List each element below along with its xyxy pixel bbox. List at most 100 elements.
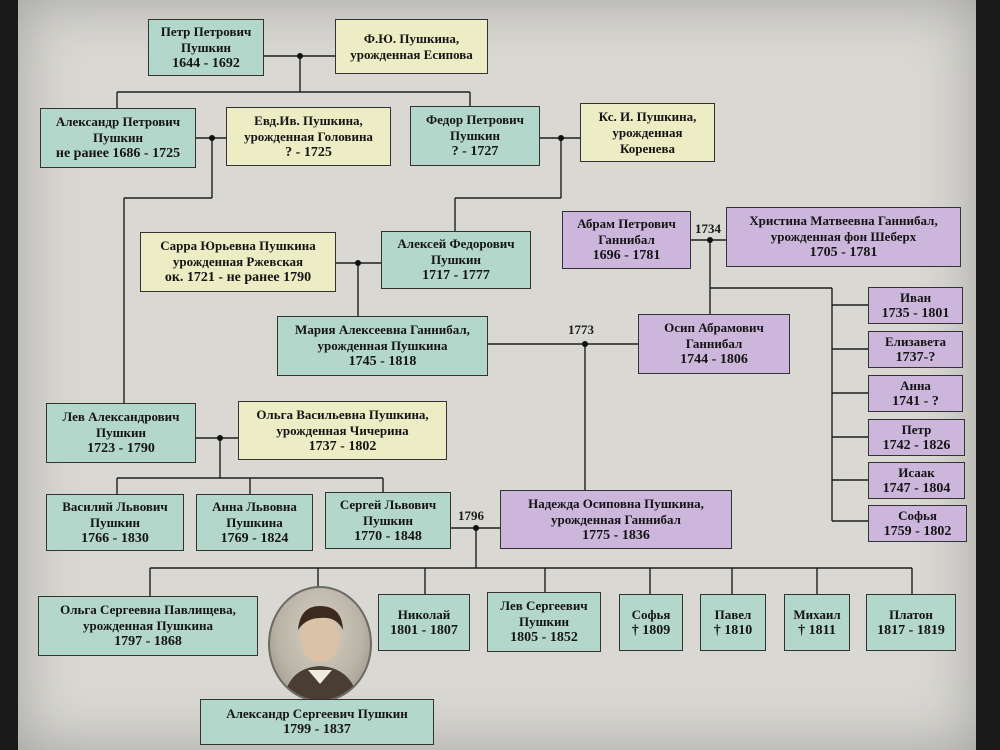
person-maria-alekseevna[interactable]: Мария Алексеевна Ганнибал, урожденная Пу… (277, 316, 488, 376)
person-dates: † 1809 (631, 622, 671, 638)
person-sergei-lvovich[interactable]: Сергей Львович Пушкин 1770 - 1848 (325, 492, 451, 549)
person-dates: 1805 - 1852 (510, 630, 578, 645)
person-lev-sergeevich[interactable]: Лев Сергеевич Пушкин 1805 - 1852 (487, 592, 601, 652)
person-dates: ок. 1721 - не ранее 1790 (164, 270, 312, 285)
person-hristina[interactable]: Христина Матвеевна Ганнибал, урожденная … (726, 207, 961, 267)
person-platon[interactable]: Платон 1817 - 1819 (866, 594, 956, 651)
person-ivan[interactable]: Иван 1735 - 1801 (868, 287, 963, 324)
person-alexandr-petrovich[interactable]: Александр Петрович Пушкин не ранее 1686 … (40, 108, 196, 168)
person-maiden: урожденная Головина (244, 128, 373, 144)
person-name: Ольга Васильевна Пушкина, (256, 406, 429, 422)
person-sofya-gannibal[interactable]: Софья 1759 - 1802 (868, 505, 967, 542)
person-name: Павел (714, 606, 752, 622)
person-dates: 1723 - 1790 (87, 441, 155, 456)
person-name: Софья (631, 606, 671, 622)
person-maiden-surname: Коренева (619, 140, 676, 156)
person-name: Евд.Ив. Пушкина, (254, 112, 363, 128)
person-name: Осип Абрамович (664, 320, 764, 335)
person-anna-lvovna[interactable]: Анна Львовна Пушкина 1769 - 1824 (196, 494, 313, 551)
person-alexandr-sergeevich[interactable]: Александр Сергеевич Пушкин 1799 - 1837 (200, 699, 434, 745)
marriage-dot (217, 435, 223, 441)
person-olga-vasilevna[interactable]: Ольга Васильевна Пушкина, урожденная Чич… (238, 401, 447, 460)
marriage-dot (473, 525, 479, 531)
marriage-year-1773: 1773 (568, 322, 594, 337)
person-anna-gannibal[interactable]: Анна 1741 - ? (868, 375, 963, 412)
person-surname: Пушкин (89, 514, 141, 530)
person-nikolai[interactable]: Николай 1801 - 1807 (378, 594, 470, 651)
person-ks-i[interactable]: Кс. И. Пушкина, урожденная Коренева (580, 103, 715, 162)
person-surname: Пушкин (430, 252, 482, 267)
marriage-dot (209, 135, 215, 141)
person-pavel[interactable]: Павел † 1810 (700, 594, 766, 651)
person-surname: Пушкина (226, 514, 283, 530)
person-name: Лев Сергеевич (500, 598, 588, 613)
person-dates: 1775 - 1836 (582, 527, 650, 543)
person-osip[interactable]: Осип Абрамович Ганнибал 1744 - 1806 (638, 314, 790, 374)
person-name: Алексей Федорович (397, 236, 515, 251)
person-dates: 1737-? (895, 349, 936, 365)
marriage-dot (707, 237, 713, 243)
person-vasily-lvovich[interactable]: Василий Львович Пушкин 1766 - 1830 (46, 494, 184, 551)
person-evdokia[interactable]: Евд.Ив. Пушкина, урожденная Головина ? -… (226, 107, 391, 166)
person-dates: 1766 - 1830 (81, 530, 149, 546)
person-name: Платон (889, 606, 933, 622)
person-name: Христина Матвеевна Ганнибал, (749, 213, 938, 228)
marriage-dot (297, 53, 303, 59)
marriage-dot (558, 135, 564, 141)
person-surname: Пушкин (449, 128, 501, 143)
person-name: Анна Львовна (212, 498, 297, 514)
person-dates: 1744 - 1806 (680, 352, 748, 367)
person-dates: 1742 - 1826 (882, 437, 951, 453)
person-name: Надежда Осиповна Пушкина, (528, 495, 704, 511)
person-name: Мария Алексеевна Ганнибал, (295, 322, 470, 337)
person-dates: 1735 - 1801 (881, 305, 950, 321)
person-lev-aleksandrovich[interactable]: Лев Александрович Пушкин 1723 - 1790 (46, 403, 196, 463)
person-fedor-petrovich[interactable]: Федор Петрович Пушкин ? - 1727 (410, 106, 540, 166)
person-olga-sergeevna[interactable]: Ольга Сергеевна Павлищева, урожденная Пу… (38, 596, 258, 656)
person-dates: † 1810 (713, 622, 753, 638)
person-name: Иван (899, 289, 932, 305)
marriage-year-1796: 1796 (458, 508, 484, 523)
person-mihail[interactable]: Михаил † 1811 (784, 594, 850, 651)
person-petr-gannibal[interactable]: Петр 1742 - 1826 (868, 419, 965, 456)
person-maiden: урожденная Пушкина (83, 618, 213, 633)
person-dates: 1737 - 1802 (308, 438, 377, 454)
person-dates: 1696 - 1781 (592, 248, 661, 263)
marriage-year-1734: 1734 (695, 221, 721, 236)
person-name: Ольга Сергеевна Павлищева, (60, 602, 236, 617)
person-name: Николай (397, 606, 451, 622)
person-maiden: урожденная Чичерина (276, 422, 409, 438)
person-name: Софья (898, 507, 937, 523)
person-nadezhda-osipovna[interactable]: Надежда Осиповна Пушкина, урожденная Ган… (500, 490, 732, 549)
person-f-yu[interactable]: Ф.Ю. Пушкина, урожденная Есипова (335, 19, 488, 74)
person-dates: 1644 - 1692 (172, 55, 240, 71)
person-maiden: урожденная фон Шеберх (770, 229, 917, 244)
person-dates: ? - 1725 (285, 144, 332, 160)
person-maiden: урожденная Ржевская (172, 254, 304, 269)
person-aleksei-fedorovich[interactable]: Алексей Федорович Пушкин 1717 - 1777 (381, 231, 531, 289)
person-name: Петр (901, 421, 932, 437)
person-sarra[interactable]: Сарра Юрьевна Пушкина урожденная Ржевска… (140, 232, 336, 292)
person-abram-gannibal[interactable]: Абрам Петрович Ганнибал 1696 - 1781 (562, 211, 691, 269)
person-name: Елизавета (884, 333, 946, 349)
person-elizaveta[interactable]: Елизавета 1737-? (868, 331, 963, 368)
person-dates: 1745 - 1818 (348, 354, 417, 369)
person-dates: 1769 - 1824 (220, 530, 289, 546)
person-maiden: урожденная Пушкина (317, 338, 448, 353)
person-name: Александр Сергеевич Пушкин (226, 706, 408, 721)
person-name: Василий Львович (62, 498, 168, 514)
person-name: Александр Петрович (55, 114, 181, 129)
person-name: Петр Петрович (160, 23, 252, 39)
portrait-image (284, 606, 358, 700)
person-surname: Пушкин (362, 512, 414, 528)
person-surname: Пушкин (180, 39, 232, 55)
person-dates: 1817 - 1819 (877, 622, 945, 638)
person-dates: 1717 - 1777 (422, 268, 490, 283)
person-dates: 1747 - 1804 (882, 480, 951, 496)
person-isaak[interactable]: Исаак 1747 - 1804 (868, 462, 965, 499)
person-petr-petrovich[interactable]: Петр Петрович Пушкин 1644 - 1692 (148, 19, 264, 76)
person-dates: 1770 - 1848 (354, 528, 422, 544)
person-sofya-sergeevna[interactable]: Софья † 1809 (619, 594, 683, 651)
person-name: Ф.Ю. Пушкина, (363, 30, 460, 46)
person-dates: 1799 - 1837 (283, 722, 351, 737)
